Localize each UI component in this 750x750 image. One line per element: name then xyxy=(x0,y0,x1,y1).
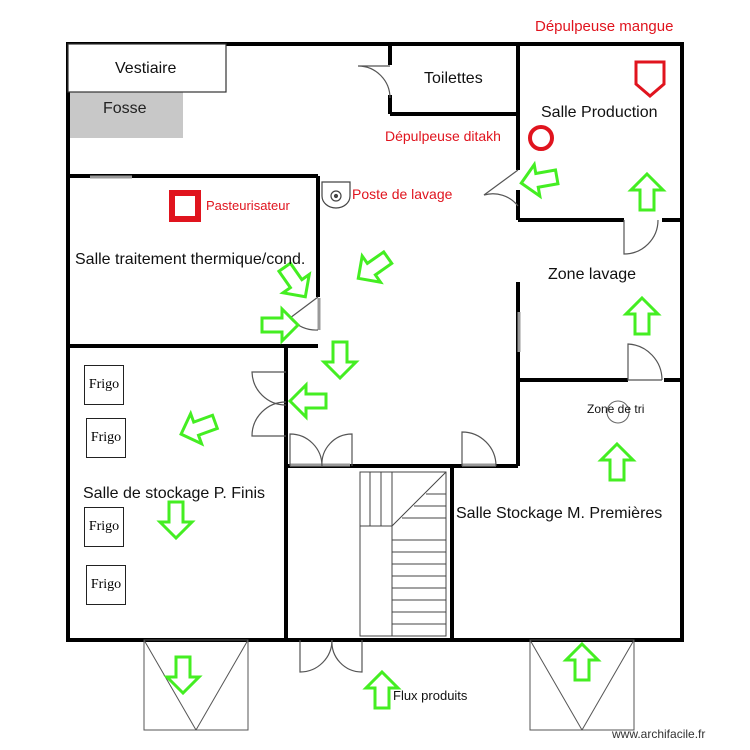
fosse-area xyxy=(68,92,183,138)
depulpeuse-mangue-label: Dépulpeuse mangue xyxy=(535,18,674,35)
flow-arrow-up-icon xyxy=(599,442,635,482)
frigo-box: Frigo xyxy=(84,507,124,547)
outer-wall xyxy=(66,42,684,642)
doors xyxy=(251,65,663,673)
zone-lavage-label: Zone lavage xyxy=(548,266,637,283)
flow-arrow-up-icon xyxy=(624,296,660,336)
vestiaire-label: Vestiaire xyxy=(115,60,177,77)
flow-arrow-down-icon xyxy=(158,500,194,540)
traitement-label: Salle traitement thermique/cond. xyxy=(75,251,306,268)
flow-arrow-up-icon xyxy=(629,172,665,212)
sink-icon xyxy=(321,181,351,209)
watermark: www.archifacile.fr xyxy=(612,727,706,741)
fosse-label: Fosse xyxy=(103,100,147,117)
stockage-pf-label: Salle de stockage P. Finis xyxy=(83,485,266,502)
poste-lavage-label: Poste de lavage xyxy=(352,186,453,202)
frigo-box: Frigo xyxy=(86,565,126,605)
walls xyxy=(66,42,684,642)
stockage-mp-label: Salle Stockage M. Premières xyxy=(456,505,663,522)
flow-arrow-right-icon xyxy=(260,307,300,343)
flow-arrow-downleft-icon xyxy=(347,243,399,293)
flow-arrow-left-icon xyxy=(288,383,328,419)
depulpeuse-ditakh-label: Dépulpeuse ditakh xyxy=(385,128,501,144)
depulpeuse-mangue-icon xyxy=(634,60,666,98)
flux-produits-label: Flux produits xyxy=(393,688,468,703)
windows xyxy=(90,175,521,467)
flow-arrow-up-icon xyxy=(564,642,600,682)
loading-bays xyxy=(143,639,635,731)
frigo-box: Frigo xyxy=(86,418,126,458)
frigo-box: Frigo xyxy=(84,365,124,405)
flow-arrow-down-icon xyxy=(322,340,358,380)
zone-tri-label: Zone de tri xyxy=(587,402,645,416)
staircase xyxy=(359,471,447,637)
flow-arrows xyxy=(158,159,665,710)
vestiaire-box xyxy=(67,43,227,93)
flow-arrow-left-icon xyxy=(174,405,222,451)
pasteurisateur-icon xyxy=(169,190,201,222)
zone-tri-marker xyxy=(606,400,630,424)
toilettes-label: Toilettes xyxy=(424,70,483,87)
salle-production-label: Salle Production xyxy=(541,104,658,121)
pasteurisateur-label: Pasteurisateur xyxy=(206,198,290,213)
flow-arrow-left-icon xyxy=(516,159,562,201)
depulpeuse-ditakh-icon xyxy=(528,125,554,151)
